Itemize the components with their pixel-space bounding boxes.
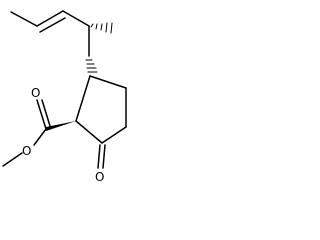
bond-ketone-double-b	[102, 144, 106, 169]
bond-alkene-double-outer	[36, 10, 64, 27]
bond-ring-c5-c1	[75, 120, 103, 144]
bond-ester-carbonyl-b	[41, 99, 51, 127]
bond-methoxy-methyl	[2, 152, 23, 167]
bond-ketone-double-a	[97, 144, 101, 169]
ester-carbonyl-oxygen-label: O	[31, 86, 40, 100]
bond-alkene-double-inner	[39, 17, 66, 33]
bond-alkene-to-chiral-carbon	[62, 10, 90, 27]
ester-ether-oxygen-label: O	[22, 144, 31, 158]
hashed-wedge-methyl	[90, 22, 113, 34]
solid-wedge-ester	[46, 121, 76, 131]
hashed-wedge-ring-sidechain	[85, 59, 98, 73]
bond-methyl-terminal	[10, 11, 38, 27]
bond-ring-c1-c2	[75, 75, 91, 122]
ketone-oxygen-label: O	[95, 170, 104, 184]
bond-ester-carbonyl-a	[36, 99, 47, 130]
bond-ring-c2-c3	[89, 75, 127, 89]
bond-ring-c4-c5	[101, 126, 127, 144]
chemical-structure-diagram: O O O	[2, 10, 127, 184]
bond-ester-c-o	[33, 128, 47, 146]
